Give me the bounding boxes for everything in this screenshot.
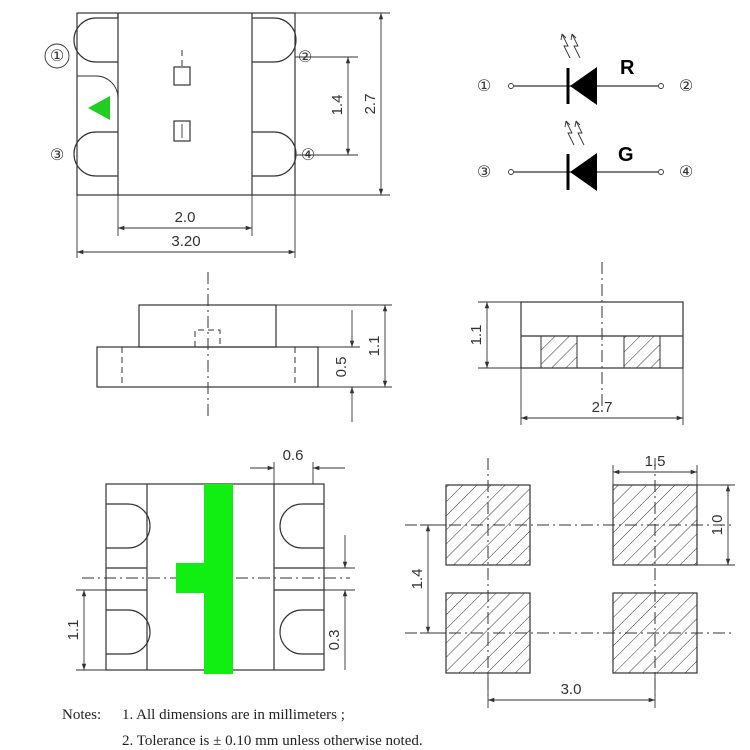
bottom-notch [106,503,151,549]
terminal-dot [658,169,664,175]
footprint: 1.5 1.0 1.4 3.0 [405,453,735,708]
pin2-label: ② [298,49,312,66]
label-red: R [620,57,635,79]
bottom-notch [106,609,151,655]
side-view: 1.1 0.5 [96,272,392,422]
dim-pad-pitch: 1.4 [329,95,346,116]
bottom-view: 0.6 1.1 0.3 [65,447,355,674]
base-substrate [96,346,319,388]
end-body [520,301,684,369]
bottom-notch [279,503,324,549]
notch-pad3 [73,131,118,177]
lead-hatch-left [540,335,578,369]
dim-pad-w: 1.5 [645,453,666,470]
note-line-1: 1. All dimensions are in millimeters ; [122,707,345,723]
notes: Notes: 1. All dimensions are in millimet… [62,707,423,749]
dim-pad-width: 0.6 [283,447,304,464]
dim-end-height: 1.1 [468,325,485,346]
diode-red-triangle [570,67,597,105]
top-view: ① ③ ② ④ 1.4 2.7 2.0 3.20 [44,12,390,258]
notch-pad2 [252,17,297,63]
diode-green-triangle [570,153,597,191]
notes-heading: Notes: [62,707,101,723]
notch-pad4 [252,131,297,177]
dim-h-pitch: 3.0 [561,681,582,698]
dim-body-width: 2.0 [175,209,196,226]
dim-v-pitch: 1.4 [409,569,426,590]
land-pad-3 [445,592,531,674]
light-arrows-red [560,33,581,59]
land-pad-1 [445,484,531,566]
polarity-mark [88,96,110,120]
pin3-label: ③ [50,147,64,164]
schem-pin3: ③ [477,164,491,181]
schem-pin1: ① [477,78,491,95]
die-profile [194,329,221,347]
dim-gap: 0.3 [326,630,343,651]
lead-hatch-right [623,335,661,369]
terminal-dot [508,169,514,175]
dim-pad-h: 1.0 [709,515,726,536]
die-green [173,120,191,142]
die-red [173,66,191,86]
label-green: G [618,144,634,166]
dim-lead-span: 1.1 [65,620,82,641]
note-line-2: 2. Tolerance is ± 0.10 mm unless otherwi… [122,733,423,749]
dim-total-width: 3.20 [171,233,200,250]
land-pad-4 [612,592,698,674]
schem-pin2: ② [679,78,693,95]
dim-base-height: 0.5 [333,357,350,378]
notch-pad1 [73,13,119,63]
end-view: 1.1 2.7 [468,262,684,425]
dim-end-width: 2.7 [592,399,613,416]
notch-inner-left [77,75,119,99]
dim-height: 2.7 [362,94,379,115]
terminal-dot [658,83,664,89]
dim-total-height: 1.1 [366,336,383,357]
land-pad-2 [612,484,698,566]
pin1-label: ① [50,48,64,65]
pin1-circle [44,43,70,69]
pin4-label: ④ [301,147,315,164]
light-arrows-green [564,120,585,146]
schematic: ① R ② ③ G ④ [477,33,693,191]
polarity-marker-green [176,484,233,674]
schem-pin4: ④ [679,164,693,181]
terminal-dot [508,83,514,89]
bottom-notch [279,609,324,655]
package-outline [76,12,296,196]
